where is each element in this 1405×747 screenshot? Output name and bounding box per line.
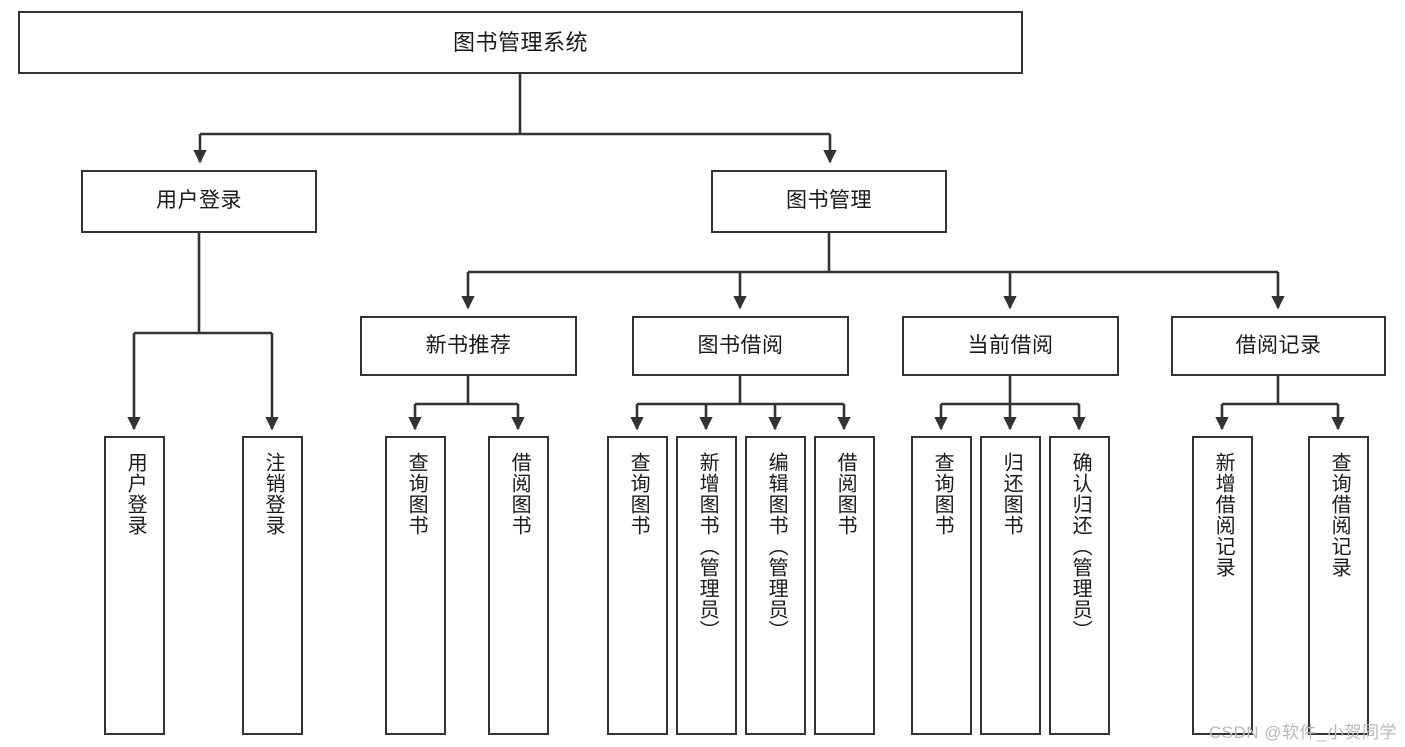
node-new-book-rec[interactable]: 新书推荐	[360, 316, 577, 376]
watermark: CSDN @软件_小贺同学	[1208, 723, 1397, 742]
node-root-label: 图书管理系统	[452, 29, 588, 55]
node-new-book-rec-label: 新书推荐	[425, 333, 512, 357]
node-leaf-edit-book-label: 编辑图书（管理员）	[765, 452, 788, 641]
node-leaf-add-book[interactable]: 新增图书（管理员）	[676, 436, 737, 735]
node-leaf-logout-label: 注销登录	[262, 452, 285, 536]
node-leaf-add-record[interactable]: 新增借阅记录	[1192, 436, 1253, 735]
node-leaf-confirm-return-label: 确认归还（管理员）	[1069, 452, 1092, 641]
node-current-borrow[interactable]: 当前借阅	[902, 316, 1119, 376]
node-leaf-borrow-book-1[interactable]: 借阅图书	[488, 436, 549, 735]
node-leaf-query-book-3-label: 查询图书	[931, 452, 954, 536]
node-leaf-borrow-book-2[interactable]: 借阅图书	[814, 436, 875, 735]
node-leaf-edit-book[interactable]: 编辑图书（管理员）	[745, 436, 806, 735]
node-leaf-borrow-book-1-label: 借阅图书	[508, 452, 531, 536]
node-book-manage-label: 图书管理	[786, 189, 872, 213]
node-book-borrow-label: 图书借阅	[697, 333, 784, 357]
node-leaf-query-book-1[interactable]: 查询图书	[385, 436, 446, 735]
node-root[interactable]: 图书管理系统	[18, 11, 1023, 74]
node-leaf-user-login[interactable]: 用户登录	[104, 436, 165, 735]
node-leaf-query-book-2-label: 查询图书	[627, 452, 650, 536]
node-borrow-record[interactable]: 借阅记录	[1171, 316, 1386, 376]
node-user-login-label: 用户登录	[156, 189, 242, 213]
node-leaf-query-book-3[interactable]: 查询图书	[911, 436, 972, 735]
node-leaf-query-book-2[interactable]: 查询图书	[607, 436, 668, 735]
node-book-borrow[interactable]: 图书借阅	[632, 316, 849, 376]
node-leaf-logout[interactable]: 注销登录	[242, 436, 303, 735]
node-leaf-user-login-label: 用户登录	[124, 452, 147, 536]
node-leaf-query-record[interactable]: 查询借阅记录	[1308, 436, 1369, 735]
node-book-manage[interactable]: 图书管理	[711, 170, 947, 233]
node-borrow-record-label: 借阅记录	[1235, 333, 1322, 357]
node-leaf-borrow-book-2-label: 借阅图书	[834, 452, 857, 536]
node-leaf-add-record-label: 新增借阅记录	[1212, 452, 1235, 578]
node-leaf-query-record-label: 查询借阅记录	[1328, 452, 1351, 578]
node-leaf-add-book-label: 新增图书（管理员）	[696, 452, 719, 641]
node-leaf-return-book[interactable]: 归还图书	[980, 436, 1041, 735]
node-leaf-query-book-1-label: 查询图书	[405, 452, 428, 536]
node-user-login[interactable]: 用户登录	[81, 170, 317, 233]
node-leaf-confirm-return[interactable]: 确认归还（管理员）	[1049, 436, 1110, 735]
node-leaf-return-book-label: 归还图书	[1000, 452, 1023, 536]
node-current-borrow-label: 当前借阅	[967, 333, 1054, 357]
